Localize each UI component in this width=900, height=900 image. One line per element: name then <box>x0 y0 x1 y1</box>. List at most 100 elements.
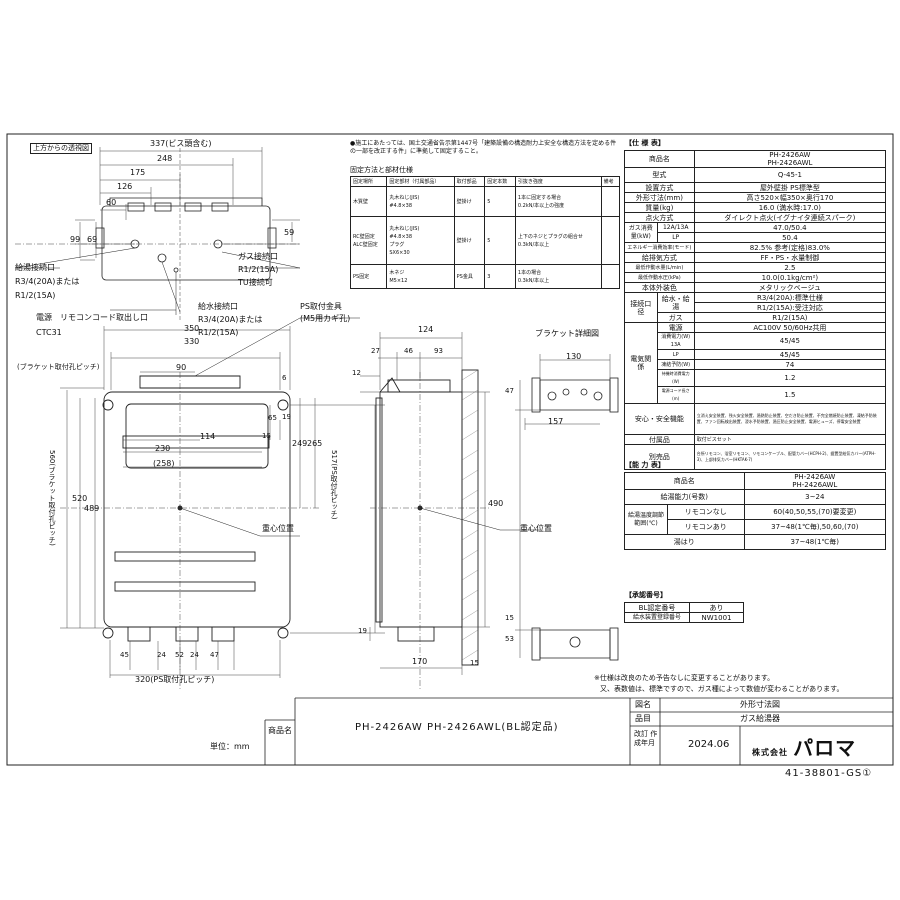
dim-15c: 15 <box>505 614 514 622</box>
gas-spec-1: R1/2(15A) <box>238 265 279 274</box>
table-row: 最低作動水量(L/min)2.5 <box>624 262 887 273</box>
bracket-detail-label: ブラケット詳細図 <box>535 329 599 338</box>
table-row: 電源コード長さ(m)1.5 <box>625 386 887 404</box>
unit-label: 単位：mm <box>210 742 250 751</box>
fixing-table-header: 固定場所 固定部材（付属部品） 取付部品 固定本数 引抜き強度 備考 <box>349 176 621 187</box>
capacity-table-title: 【能 力 表】 <box>625 461 665 469</box>
table-row: 別売品台所リモコン、浴室リモコン、リモコンケーブル、配管カバー(HCPH-2)、… <box>624 444 887 470</box>
dim-65: 65 <box>268 414 277 422</box>
installation-note: ●施工にあたっては、国土交通省告示第1447号「建築設備の構造耐力上安全な構造方… <box>350 140 617 155</box>
dim-114: 114 <box>200 432 216 441</box>
dim-69: 69 <box>87 235 98 244</box>
dim-350: 350 <box>184 324 200 333</box>
table-row: 給湯能力(号数)3~24 <box>624 489 887 505</box>
footnote-line-2: 又、表数値は、標準ですので、ガス種によって数値が変わることがあります。 <box>600 685 844 693</box>
dim-99: 99 <box>70 235 81 244</box>
table-row: エネルギー消費効率(モード)82.5% 参考(定格)83.0% <box>624 242 887 253</box>
center-of-gravity-side: 重心位置 <box>520 524 552 533</box>
dim-24b: 24 <box>190 651 199 659</box>
table-row: 待機時消費電力(W)1.2 <box>625 369 887 387</box>
dim-52: 52 <box>175 651 184 659</box>
spec-table-title: 【仕 様 表】 <box>625 139 665 147</box>
dim-47b: 47 <box>505 387 514 395</box>
fixing-method-table: 固定場所 固定部材（付属部品） 取付部品 固定本数 引抜き強度 備考 木質壁 丸… <box>349 176 621 289</box>
dim-249: 249 <box>292 439 308 448</box>
certification-title: 【承認番号】 <box>625 591 667 599</box>
ps-fitting-sub: (M5用カギ孔) <box>300 314 351 323</box>
bracket-pitch-vertical: 560(ブラケット取付孔ピッチ) <box>48 450 56 546</box>
fixing-table-title: 固定方法と部材仕様 <box>350 166 413 174</box>
dim-520: 520 <box>72 494 88 503</box>
dim-90: 90 <box>176 363 187 372</box>
table-row: 本体外装色メタリックベージュ <box>624 282 887 293</box>
dim-130: 130 <box>566 352 582 361</box>
power-label: 電源 リモコンコード取出し口 <box>36 313 148 322</box>
table-row: 設置方式屋外壁掛 PS標準型 <box>624 182 887 193</box>
dim-6: 6 <box>282 374 287 382</box>
table-row: 木質壁 丸木ねじ(JIS) #4.8×38 壁掛け 5 1本に固定する場合 0.… <box>349 186 621 217</box>
gas-connection-label: ガス接続口 <box>238 252 278 261</box>
dim-15: 15 <box>262 432 271 440</box>
title-date-label: 改訂 作成年月 <box>634 730 658 747</box>
title-product-value: ガス給湯器 <box>740 714 780 723</box>
dim-46: 46 <box>404 347 413 355</box>
dim-59: 59 <box>284 228 295 237</box>
top-view-label: 上方からの透視図 <box>30 143 92 154</box>
dim-258: (258) <box>153 459 175 468</box>
table-row: 安心・安全機能立消え安全装置、残火安全装置、過熱防止装置、空だき防止装置、不完全… <box>624 403 887 435</box>
dim-47: 47 <box>210 651 219 659</box>
dim-60: 60 <box>106 198 117 207</box>
dim-330: 330 <box>184 337 200 346</box>
title-product-label: 品目 <box>635 714 651 723</box>
hot-water-spec-1: R3/4(20A)または <box>15 277 80 286</box>
table-row: BL認定番号あり <box>624 602 744 613</box>
table-row: 質量(kg)16.0 (満水時:17.0) <box>624 202 887 213</box>
table-row: PS固定 木ネジ M5×12 PS金具 3 1本の場合 0.3kN/本以上 <box>349 264 621 289</box>
dim-27: 27 <box>371 347 380 355</box>
cold-water-spec-2: R1/2(15A) <box>198 328 239 337</box>
ctc-label: CTC31 <box>36 328 62 337</box>
hot-water-connection-label: 給湯接続口 <box>15 263 55 272</box>
company-logo: 株式会社 パロマ <box>752 736 857 760</box>
table-row: 最低作動水圧(kPa)10.0(0.1kg/cm²) <box>624 272 887 283</box>
dim-489: 489 <box>84 504 100 513</box>
dim-126: 126 <box>117 182 133 191</box>
footnote-line-1: ※仕様は改良のため予告なしに変更することがあります。 <box>594 674 775 682</box>
dim-248: 248 <box>157 154 173 163</box>
dim-337: 337(ビス頭含む) <box>150 139 212 148</box>
dim-53: 53 <box>505 635 514 643</box>
dim-45: 45 <box>120 651 129 659</box>
ps-pitch-vertical: 517(PS取付孔ピッチ) <box>330 450 338 520</box>
dim-24: 24 <box>157 651 166 659</box>
table-row: 点火方式ダイレクト点火(イグナイタ連続スパーク) <box>624 212 887 223</box>
dim-93: 93 <box>434 347 443 355</box>
dim-12: 12 <box>352 369 361 377</box>
title-date-value: 2024.06 <box>688 739 730 750</box>
cold-water-connection-label: 給水接続口 <box>198 302 238 311</box>
title-model-label: 商品名 <box>268 726 292 735</box>
center-of-gravity-front: 重心位置 <box>262 524 294 533</box>
table-row: 付属品取付ビスセット <box>624 434 887 445</box>
dim-490: 490 <box>488 499 504 508</box>
table-row: 外形寸法(mm)高さ520×幅350×奥行170 <box>624 192 887 203</box>
dim-19b: 19 <box>358 627 367 635</box>
document-number: 41-38801-GS① <box>785 768 873 779</box>
title-drawing-value: 外形寸法図 <box>740 700 780 709</box>
